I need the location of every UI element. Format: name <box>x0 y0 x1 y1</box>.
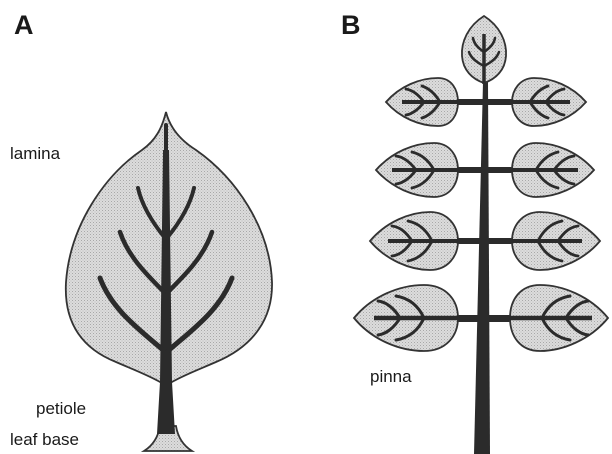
leaf-base-label: leaf base <box>10 430 79 450</box>
pinna-label: pinna <box>370 367 412 387</box>
lamina-label: lamina <box>10 144 60 164</box>
simple-leaf <box>66 112 272 451</box>
panel-label-a: A <box>14 10 34 41</box>
compound-leaf <box>354 16 608 454</box>
panel-label-b: B <box>341 10 361 41</box>
terminal-pinna <box>462 16 506 84</box>
rachis <box>474 82 490 454</box>
petiole-label: petiole <box>36 399 86 419</box>
